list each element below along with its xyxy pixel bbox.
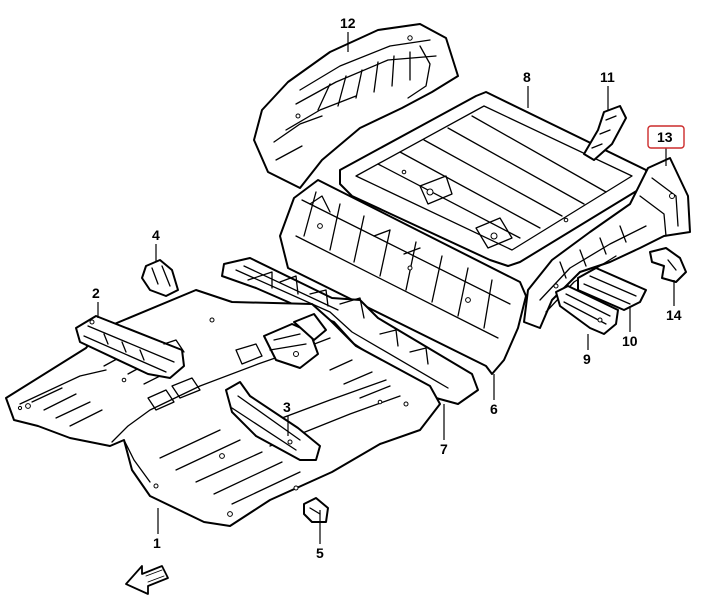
part-rear-wheelhouse-panel[interactable] [253, 23, 459, 189]
callout-14: 14 [666, 307, 682, 323]
callout-13-highlight-box [647, 125, 685, 149]
callout-labels: 1 2 3 4 5 6 7 8 9 10 11 12 13 14 [92, 15, 685, 561]
callout-3: 3 [283, 399, 291, 415]
part-center-floor-sill[interactable] [221, 257, 479, 405]
part-tunnel-brackets [263, 313, 327, 369]
callout-5: 5 [316, 545, 324, 561]
callout-6: 6 [490, 401, 498, 417]
part-mounting-bracket[interactable] [141, 259, 179, 297]
callout-2: 2 [92, 285, 100, 301]
part-rear-cross-member-upper[interactable] [577, 267, 647, 311]
part-seat-rail[interactable] [225, 381, 321, 461]
callout-1: 1 [153, 535, 161, 551]
part-rear-side-member[interactable] [523, 157, 691, 329]
part-seat-cross-member[interactable] [75, 315, 185, 379]
leader-lines [97, 32, 675, 544]
callout-12: 12 [340, 15, 356, 31]
front-arrow-icon [125, 565, 169, 595]
callout-13: 13 [657, 129, 673, 145]
part-tie-down-hook[interactable] [649, 247, 687, 283]
part-rear-floor-panel[interactable] [339, 91, 649, 267]
callout-10: 10 [622, 333, 638, 349]
part-rear-bracket[interactable] [583, 105, 627, 161]
part-rear-cross-member-lower[interactable] [555, 285, 619, 335]
callout-7: 7 [440, 441, 448, 457]
part-floor-riser-panel[interactable] [279, 179, 527, 375]
callout-11: 11 [600, 69, 615, 85]
callout-9: 9 [583, 351, 591, 367]
callout-8: 8 [523, 69, 531, 85]
callout-4: 4 [152, 227, 160, 243]
part-fastener-clip[interactable] [303, 497, 329, 523]
